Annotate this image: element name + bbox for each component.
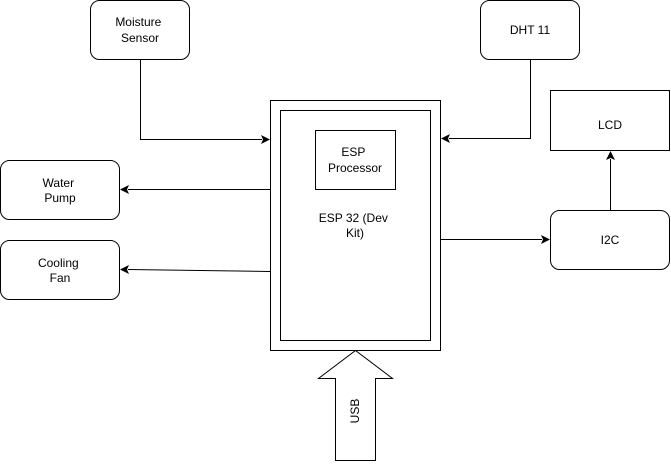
esp32-label-line-1: ESP 32 (Dev bbox=[319, 211, 388, 225]
esp-processor-label-line-2: Processor bbox=[328, 161, 382, 175]
esp32-label-line-2: Kit) bbox=[346, 226, 364, 240]
cooling-fan-label-line-2: Fan bbox=[50, 271, 71, 285]
moisture-sensor-node[interactable]: Moisture Sensor bbox=[90, 0, 190, 60]
svg-text:ESP 32 (Dev Kit): ESP 32 (Dev Kit) bbox=[319, 211, 392, 240]
moisture-sensor-label-line-1: Moisture bbox=[115, 15, 161, 29]
usb-arrow[interactable]: USB bbox=[317, 349, 394, 461]
moisture-sensor-label-line-2: Sensor bbox=[121, 31, 159, 45]
svg-text:LCD: LCD bbox=[598, 118, 622, 132]
edge-esp32-to-water-pump bbox=[120, 185, 270, 194]
svg-text:I2C: I2C bbox=[601, 233, 620, 247]
cooling-fan-label-line-1: Cooling bbox=[38, 256, 79, 270]
i2c-label: I2C bbox=[601, 233, 620, 247]
esp-processor-label-line-1: ESP bbox=[341, 145, 365, 159]
esp-processor-node[interactable]: ESP Processor bbox=[315, 130, 396, 190]
lcd-node[interactable]: LCD bbox=[550, 90, 670, 151]
svg-text:Cooling Fan: Cooling Fan bbox=[38, 256, 82, 285]
edge-i2c-to-lcd bbox=[606, 151, 615, 210]
dht11-node[interactable]: DHT 11 bbox=[480, 0, 580, 60]
svg-text:Moisture Sensor: Moisture Sensor bbox=[115, 15, 164, 45]
svg-text:DHT 11: DHT 11 bbox=[510, 23, 551, 37]
i2c-node[interactable]: I2C bbox=[550, 210, 670, 270]
edge-esp32-to-cooling-fan bbox=[120, 265, 271, 274]
edge-esp32-to-i2c bbox=[441, 235, 550, 244]
water-pump-label-line-1: Water bbox=[43, 176, 75, 190]
cooling-fan-node[interactable]: Cooling Fan bbox=[0, 240, 120, 300]
lcd-label: LCD bbox=[598, 118, 622, 132]
water-pump-label-line-2: Pump bbox=[44, 191, 76, 205]
edge-dht11-to-esp32 bbox=[441, 60, 531, 143]
water-pump-node[interactable]: Water Pump bbox=[0, 160, 120, 220]
svg-text:Water Pump: Water Pump bbox=[43, 176, 78, 205]
dht11-label: DHT 11 bbox=[510, 23, 551, 37]
edge-moisture-to-esp32 bbox=[140, 60, 270, 144]
usb-label: USB bbox=[348, 399, 362, 424]
svg-text:ESP Processor: ESP Processor bbox=[328, 145, 382, 175]
